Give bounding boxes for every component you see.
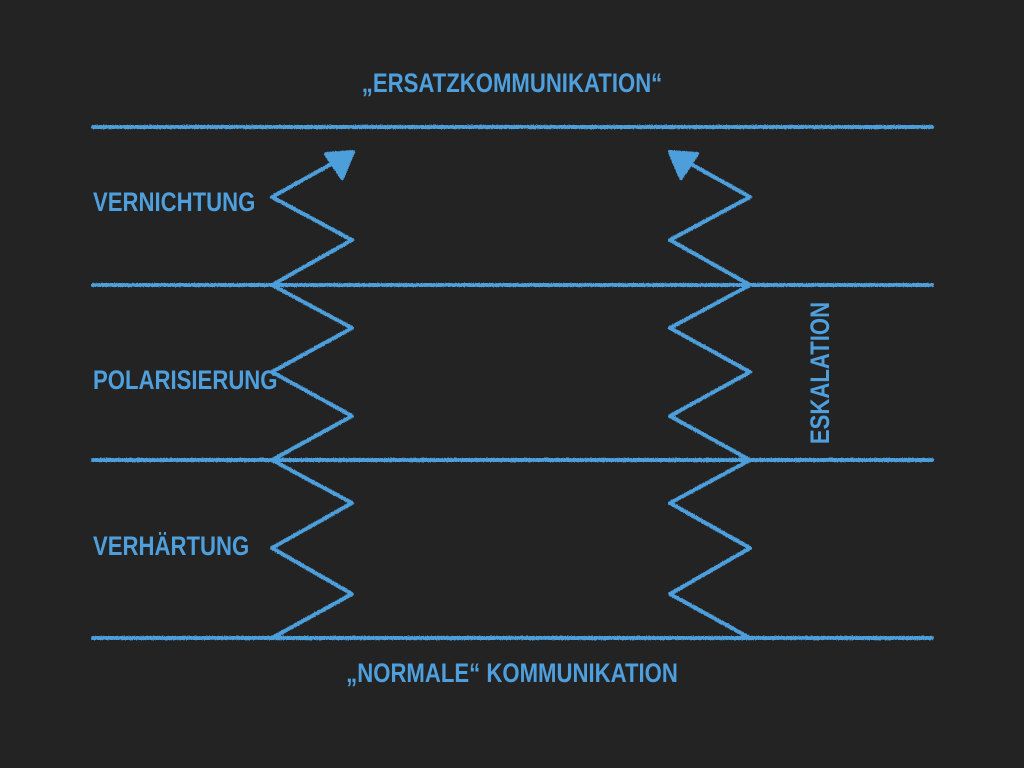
label-verhaertung: VERHÄRTUNG [93, 531, 250, 561]
label-eskalation: ESKALATION [805, 301, 835, 445]
zigzag-right [668, 156, 752, 640]
arrowhead-left-icon [324, 150, 355, 180]
zigzag-left [270, 156, 354, 640]
label-ersatzkommunikation: „ERSATZKOMMUNIKATION“ [361, 68, 663, 98]
label-vernichtung: VERNICHTUNG [93, 187, 256, 217]
arrowhead-right-icon [668, 150, 699, 180]
label-polarisierung: POLARISIERUNG [93, 365, 278, 395]
label-normale-kommunikation: „NORMALE“ KOMMUNIKATION [346, 658, 678, 688]
